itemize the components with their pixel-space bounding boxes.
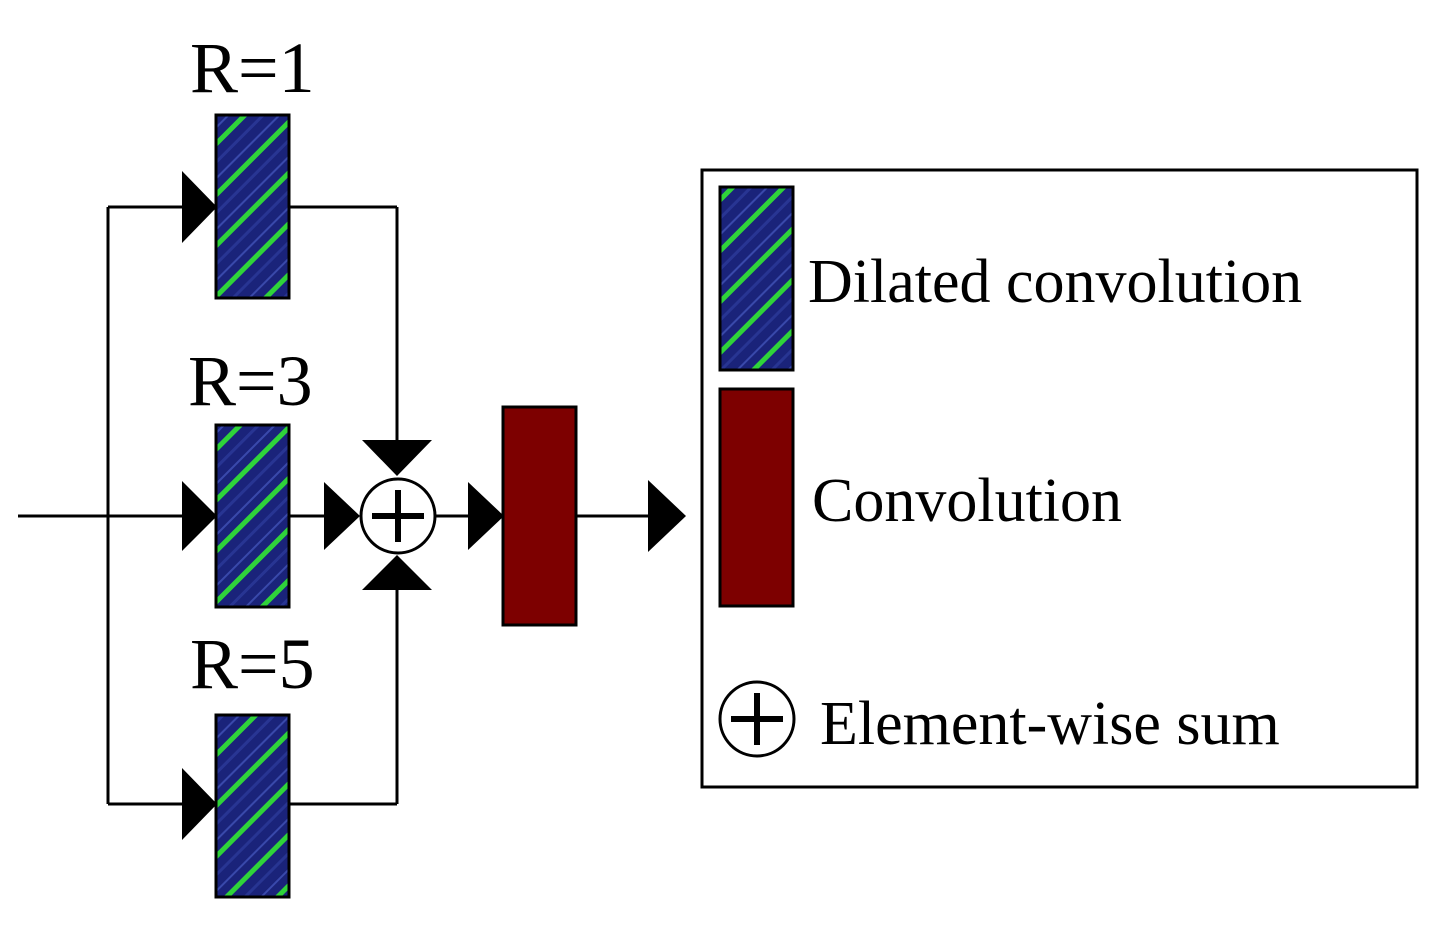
legend-conv-swatch [718, 387, 795, 608]
sum-icon [359, 477, 437, 555]
arrow-icon [362, 440, 432, 476]
connection-lines [18, 205, 650, 806]
dilated-conv-block-r3 [214, 423, 291, 609]
legend-conv-label: Convolution [812, 467, 1122, 535]
dilated-conv-block-r5 [214, 713, 291, 899]
branch-label-r3: R=3 [188, 341, 313, 421]
arrow-icon [182, 171, 217, 243]
legend-sum-label: Element-wise sum [820, 690, 1280, 758]
dilated-conv-block-r1 [214, 113, 291, 300]
arrow-icon [182, 768, 217, 840]
arrow-icon [468, 482, 504, 550]
arrow-icon [182, 481, 217, 551]
branch-label-r1: R=1 [190, 28, 315, 108]
arrow-icon [362, 555, 432, 590]
legend-sum-icon [718, 680, 796, 758]
legend-box [700, 168, 1419, 789]
branch-label-r5: R=5 [190, 624, 315, 704]
arrow-icon [324, 482, 360, 550]
legend-dilated-label: Dilated convolution [808, 248, 1302, 316]
legend-dilated-swatch [718, 185, 795, 372]
arrow-icon [648, 480, 686, 552]
legend: Dilated convolution Convolution Element-… [700, 168, 1419, 789]
conv-block [501, 405, 578, 627]
